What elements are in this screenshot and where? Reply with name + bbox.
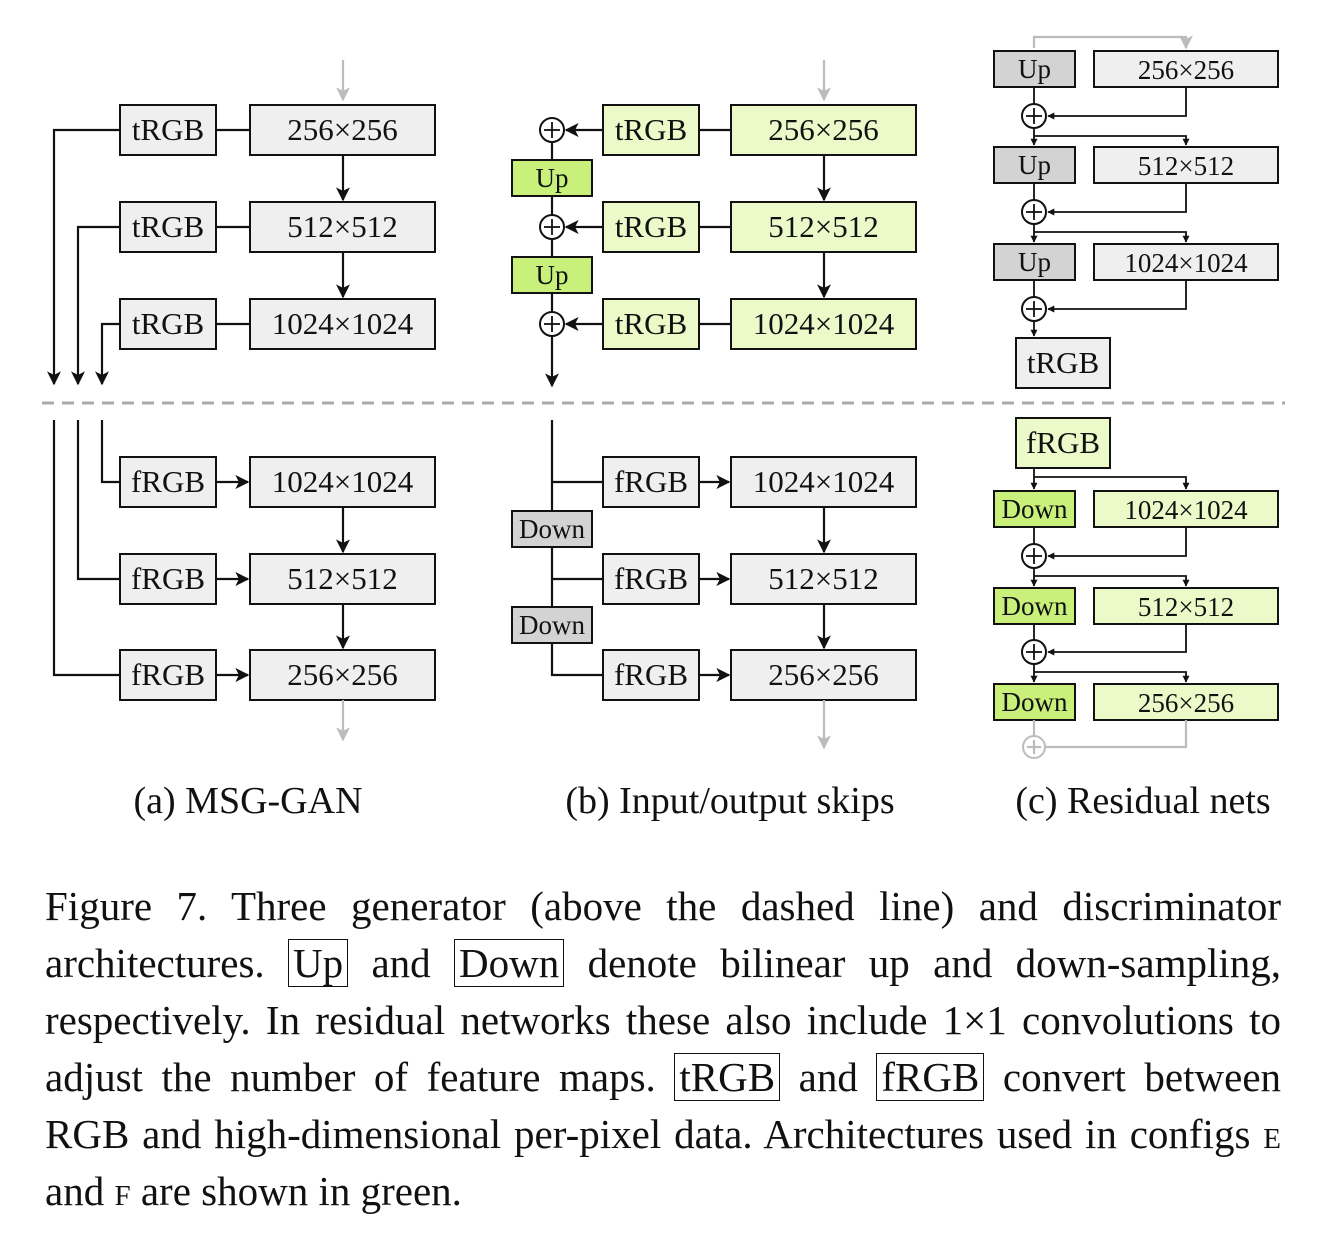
caption-down-box: Down xyxy=(454,939,565,987)
down-block: Down xyxy=(1002,687,1068,717)
res-block: 1024×1024 xyxy=(1124,248,1248,278)
caption-text: denote bilinear up and down-sampling, re… xyxy=(45,940,1282,1100)
plus-node xyxy=(1021,199,1047,225)
res-block: 256×256 xyxy=(1138,688,1234,718)
caption-config-f: f xyxy=(114,1168,131,1214)
res-block: 512×512 xyxy=(1138,151,1234,181)
res-block: 512×512 xyxy=(768,209,878,244)
res-block: 512×512 xyxy=(768,561,878,596)
panel-caption: (b) Input/output skips xyxy=(565,780,894,822)
frgb-block: fRGB xyxy=(131,464,205,499)
trgb-block: tRGB xyxy=(1027,345,1099,380)
plus-node xyxy=(1021,103,1047,129)
caption-text: are shown in green. xyxy=(140,1168,462,1214)
frgb-block: fRGB xyxy=(131,657,205,692)
trgb-block: tRGB xyxy=(132,306,204,341)
res-block: 256×256 xyxy=(768,657,878,692)
res-block: 256×256 xyxy=(287,112,397,147)
up-block: Up xyxy=(1018,150,1051,180)
trgb-block: tRGB xyxy=(615,306,687,341)
res-block: 1024×1024 xyxy=(753,464,895,499)
trgb-block: tRGB xyxy=(615,112,687,147)
frgb-block: fRGB xyxy=(614,464,688,499)
caption-text: convert between RGB and high-dimensional… xyxy=(45,1054,1282,1157)
up-block: Up xyxy=(1018,54,1051,84)
caption-config-e: e xyxy=(1263,1111,1281,1157)
frgb-block: fRGB xyxy=(614,561,688,596)
plus-node xyxy=(539,117,565,143)
panel-caption: (a) MSG-GAN xyxy=(133,780,362,822)
plus-node xyxy=(1021,543,1047,569)
res-block: 256×256 xyxy=(1138,55,1234,85)
caption-text: and xyxy=(45,1168,105,1214)
frgb-block: fRGB xyxy=(614,657,688,692)
caption-text: and xyxy=(798,1054,858,1100)
caption-text: Figure 7. Three generator (above the das… xyxy=(45,883,1281,986)
res-block: 1024×1024 xyxy=(753,306,895,341)
down-block: Down xyxy=(1002,591,1068,621)
panel-caption: (c) Residual nets xyxy=(1015,780,1270,822)
frgb-block: fRGB xyxy=(131,561,205,596)
res-block: 1024×1024 xyxy=(272,306,414,341)
res-block: 1024×1024 xyxy=(272,464,414,499)
trgb-block: tRGB xyxy=(615,209,687,244)
res-block: 1024×1024 xyxy=(1124,495,1248,525)
plus-node xyxy=(539,311,565,337)
down-block: Down xyxy=(1002,494,1068,524)
panel-b: 256×256 512×512 1024×1024 tRGB tRGB tRGB xyxy=(511,60,917,822)
trgb-block: tRGB xyxy=(132,209,204,244)
figure-caption: Figure 7. Three generator (above the das… xyxy=(45,878,1281,1220)
architecture-figure: 256×256 512×512 1024×1024 tRGB tRGB tRGB… xyxy=(42,35,1285,822)
res-block: 512×512 xyxy=(1138,592,1234,622)
caption-text: and xyxy=(371,940,431,986)
caption-up-box: Up xyxy=(288,939,349,987)
panel-a: 256×256 512×512 1024×1024 tRGB tRGB tRGB… xyxy=(47,60,436,822)
plus-node xyxy=(1021,296,1047,322)
up-block: Up xyxy=(536,260,569,290)
trgb-block: tRGB xyxy=(132,112,204,147)
caption-frgb-box: fRGB xyxy=(876,1053,985,1101)
caption-trgb-box: tRGB xyxy=(674,1053,781,1101)
down-block: Down xyxy=(519,610,585,640)
plus-node xyxy=(1022,735,1046,759)
res-block: 256×256 xyxy=(287,657,397,692)
res-block: 512×512 xyxy=(287,561,397,596)
plus-node xyxy=(1021,639,1047,665)
plus-node xyxy=(539,214,565,240)
up-block: Up xyxy=(1018,247,1051,277)
res-block: 512×512 xyxy=(287,209,397,244)
down-block: Down xyxy=(519,514,585,544)
panel-c: Up 256×256 Up 512×512 Up 1024×1024 xyxy=(993,35,1279,822)
frgb-block: fRGB xyxy=(1026,425,1100,460)
res-block: 256×256 xyxy=(768,112,878,147)
up-block: Up xyxy=(536,163,569,193)
